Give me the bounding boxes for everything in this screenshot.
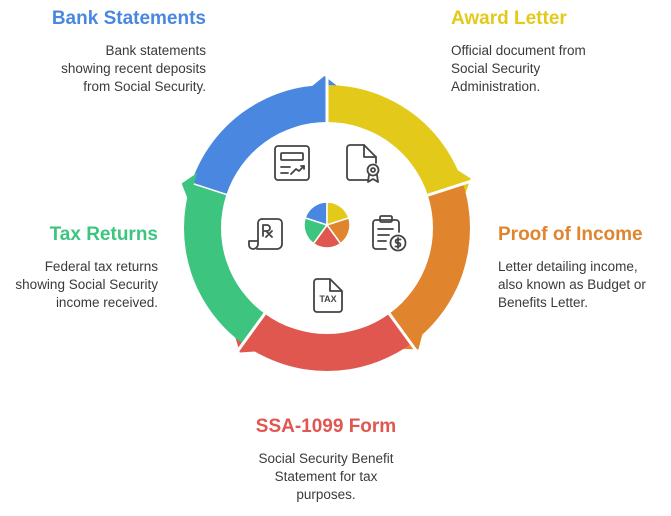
tax-icon-text: TAX <box>319 294 336 304</box>
label-tax-returns: Tax Returns Federal tax returns showing … <box>15 224 158 312</box>
desc-tax-returns: Federal tax returns showing Social Secur… <box>15 258 158 312</box>
desc-line: showing recent deposits <box>61 61 206 76</box>
desc-line: purposes. <box>296 487 356 502</box>
pie-slice-tax <box>303 216 329 245</box>
ring-arrow-bank <box>309 76 340 89</box>
certificate-document-icon <box>346 144 380 183</box>
label-award-letter: Award Letter Official document from Soci… <box>451 8 586 96</box>
desc-line: Administration. <box>451 79 541 94</box>
prescription-scroll-icon <box>248 218 283 250</box>
title-award-letter: Award Letter <box>451 8 567 29</box>
title-proof-of-income: Proof of Income <box>498 224 643 245</box>
desc-line: income received. <box>55 295 158 310</box>
title-bank-statements: Bank Statements <box>51 8 206 29</box>
ring-segment-bank <box>190 85 327 196</box>
desc-award-letter: Official document from Social Security A… <box>451 42 586 96</box>
desc-line: Federal tax returns <box>44 259 158 274</box>
center-pie <box>303 201 351 249</box>
title-tax-returns: Tax Returns <box>49 224 158 245</box>
desc-bank-statements: Bank statements showing recent deposits … <box>52 42 206 96</box>
ring-gap <box>235 311 268 353</box>
desc-line: also known as Budget or <box>498 277 646 292</box>
desc-line: Statement for tax <box>274 469 378 484</box>
ring-arrow-tax <box>181 172 198 202</box>
desc-line: showing Social Security <box>15 277 158 292</box>
ring-segment-award <box>327 85 464 196</box>
clipboard-dollar-icon <box>372 215 407 252</box>
desc-line: Bank statements <box>105 43 206 58</box>
label-bank-statements: Bank Statements Bank statements showing … <box>52 8 206 96</box>
desc-line: Social Security Benefit <box>258 451 394 466</box>
desc-line: Benefits Letter. <box>498 295 589 310</box>
chart-document-icon <box>274 145 310 181</box>
desc-ssa-1099: Social Security Benefit Statement for ta… <box>226 450 426 504</box>
ring-gap <box>425 179 473 198</box>
desc-line: Letter detailing income, <box>498 259 638 274</box>
label-ssa-1099: SSA-1099 Form Social Security Benefit St… <box>226 416 426 504</box>
ring <box>181 75 473 371</box>
ring-gap <box>386 311 419 353</box>
desc-line: from Social Security. <box>83 79 206 94</box>
ring-segment-ssa <box>242 313 412 371</box>
ring-segment-proof <box>389 183 470 344</box>
label-proof-of-income: Proof of Income Letter detailing income,… <box>498 224 646 312</box>
desc-line: Social Security <box>451 61 541 76</box>
tax-document-icon: TAX <box>313 278 343 313</box>
desc-proof-of-income: Letter detailing income, also known as B… <box>498 258 646 312</box>
desc-line: Official document from <box>451 43 586 58</box>
ring-segment-tax <box>184 183 265 344</box>
title-ssa-1099: SSA-1099 Form <box>255 416 397 437</box>
